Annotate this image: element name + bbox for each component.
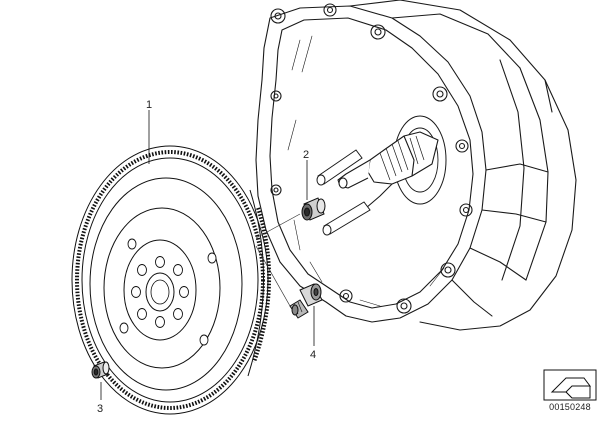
callout-label-2: 2 — [303, 149, 309, 161]
callout-label-1: 1 — [146, 99, 152, 111]
pilot-bushing — [91, 361, 110, 379]
parts-catalog-symbol-icon — [543, 369, 597, 401]
flywheel-bolt — [289, 283, 323, 319]
callout-label-4: 4 — [310, 349, 316, 361]
transmission-bell-housing — [255, 0, 577, 331]
guide-sleeve — [301, 197, 326, 221]
alignment-lines — [255, 213, 301, 307]
callout-leaders — [100, 110, 315, 400]
input-shaft — [337, 131, 439, 213]
flywheel — [71, 145, 272, 415]
callout-label-3: 3 — [97, 403, 103, 415]
housing-dowel-pins — [316, 149, 371, 236]
document-number: 00150248 — [549, 402, 591, 412]
